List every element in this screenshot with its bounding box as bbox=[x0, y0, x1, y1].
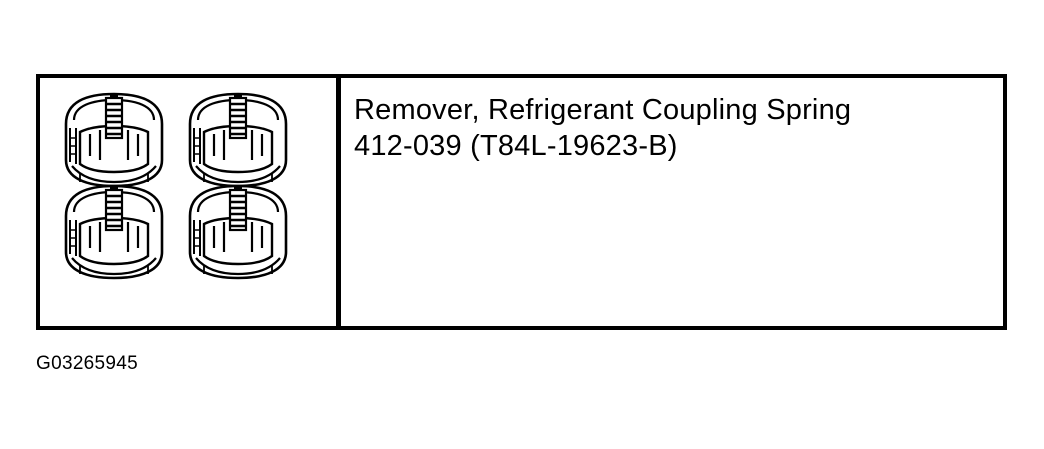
tool-icon-top-left bbox=[64, 92, 164, 188]
tool-illustration bbox=[64, 92, 288, 280]
tool-icon-bottom-right bbox=[188, 184, 288, 280]
figure-id: G03265945 bbox=[36, 353, 139, 374]
tool-part-number: 412-039 (T84L-19623-B) bbox=[354, 130, 678, 162]
tool-table: Remover, Refrigerant Coupling Spring 412… bbox=[36, 74, 1007, 330]
tool-description-cell: Remover, Refrigerant Coupling Spring 412… bbox=[341, 78, 1003, 326]
tool-icon-top-right bbox=[188, 92, 288, 188]
tool-name: Remover, Refrigerant Coupling Spring bbox=[354, 94, 852, 126]
tool-illustration-cell bbox=[40, 78, 341, 326]
tool-icon-bottom-left bbox=[64, 184, 164, 280]
